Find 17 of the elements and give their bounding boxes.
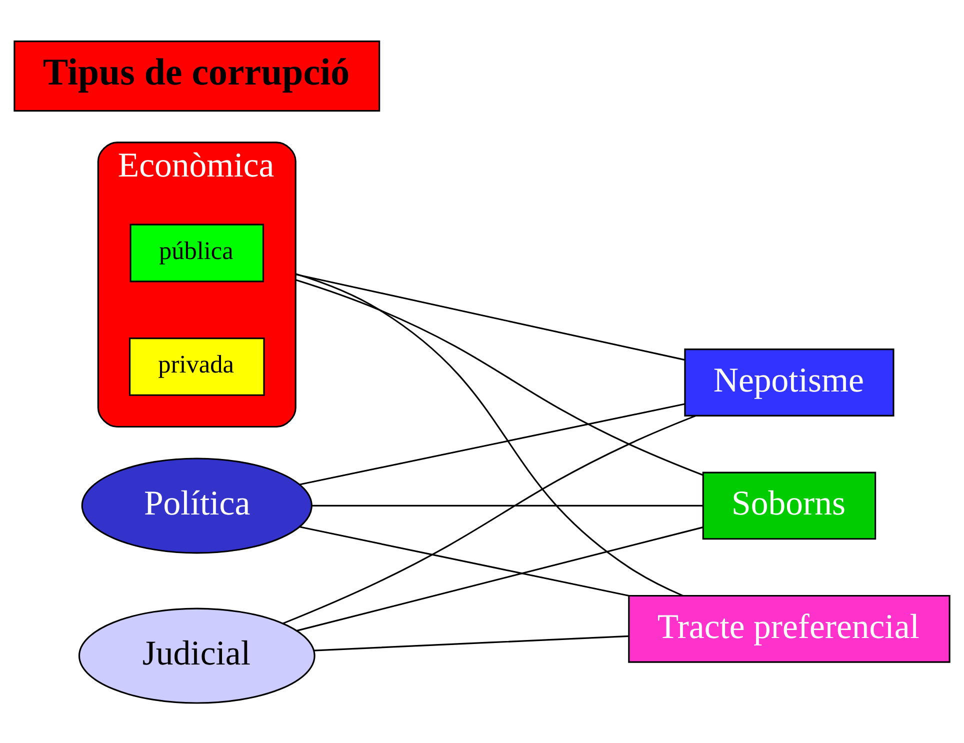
connector xyxy=(295,278,704,476)
connector xyxy=(282,414,696,624)
connector xyxy=(295,272,684,596)
node-ellipse: Judicial xyxy=(78,607,316,704)
node-box: pública xyxy=(130,223,264,282)
connector xyxy=(296,526,704,632)
connector xyxy=(300,526,630,596)
node-box: Tracte preferencial xyxy=(628,594,950,662)
node-box: Soborns xyxy=(702,471,876,540)
connector xyxy=(312,504,703,506)
node-ellipse: Política xyxy=(81,457,312,554)
node-box: Nepotisme xyxy=(684,348,894,416)
connector xyxy=(295,273,685,360)
connector xyxy=(300,402,685,485)
node-box: privada xyxy=(128,336,265,396)
node-box: Tipus de corrupció xyxy=(14,40,380,112)
connector xyxy=(313,634,628,651)
